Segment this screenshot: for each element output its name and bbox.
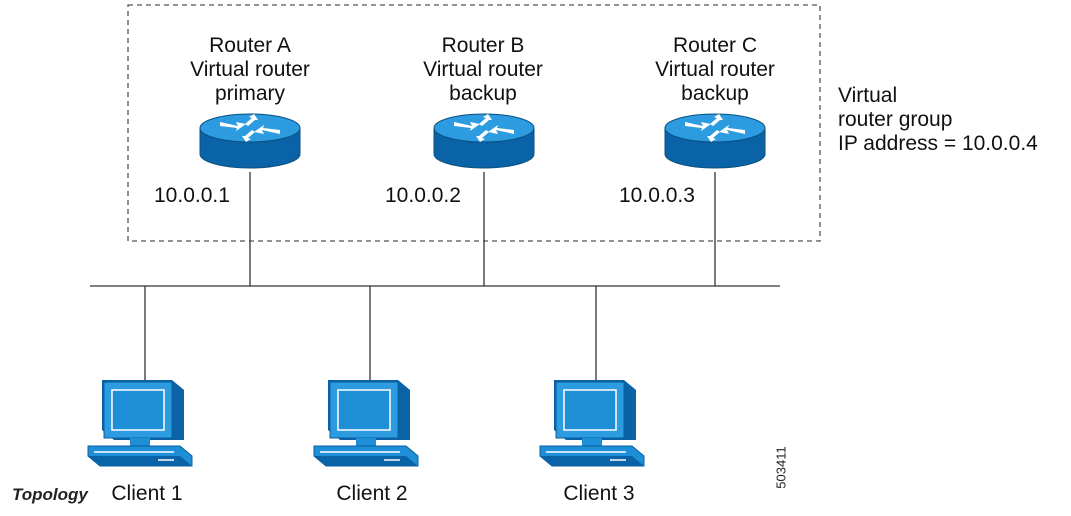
virtual-router-group-label: Virtual router group IP address = 10.0.0… xyxy=(838,84,1038,156)
router-a-role: Virtual router xyxy=(190,58,310,81)
router-b-ip: 10.0.0.2 xyxy=(385,184,461,207)
group-label-line-3: IP address = 10.0.0.4 xyxy=(838,132,1038,155)
router-b-state: backup xyxy=(449,82,517,105)
client-3-label: Client 3 xyxy=(563,482,635,505)
router-a-ip: 10.0.0.1 xyxy=(154,184,230,207)
client-3-icon xyxy=(539,379,645,467)
router-a-label: Router A Virtual router primary xyxy=(150,34,350,106)
router-b-label: Router B Virtual router backup xyxy=(383,34,583,106)
router-c-label: Router C Virtual router backup xyxy=(615,34,815,106)
router-b-icon xyxy=(433,113,535,169)
group-label-line-2: router group xyxy=(838,108,953,131)
figure-id: 503411 xyxy=(773,446,789,489)
router-a-name: Router A xyxy=(209,34,291,57)
client-1-label: Client 1 xyxy=(111,482,183,505)
client-1-icon xyxy=(87,379,193,467)
router-c-icon xyxy=(664,113,766,169)
virtual-router-group-box xyxy=(127,4,821,242)
router-c-role: Virtual router xyxy=(655,58,775,81)
client-2-label: Client 2 xyxy=(336,482,408,505)
router-b-role: Virtual router xyxy=(423,58,543,81)
group-label-line-1: Virtual xyxy=(838,84,898,107)
router-a-state: primary xyxy=(214,82,285,105)
router-c-state: backup xyxy=(681,82,749,105)
router-b-name: Router B xyxy=(441,34,525,57)
router-c-name: Router C xyxy=(672,34,758,57)
router-c-ip: 10.0.0.3 xyxy=(619,184,695,207)
router-a-icon xyxy=(199,113,301,169)
client-2-icon xyxy=(313,379,419,467)
figure-caption: Topology xyxy=(12,485,88,504)
